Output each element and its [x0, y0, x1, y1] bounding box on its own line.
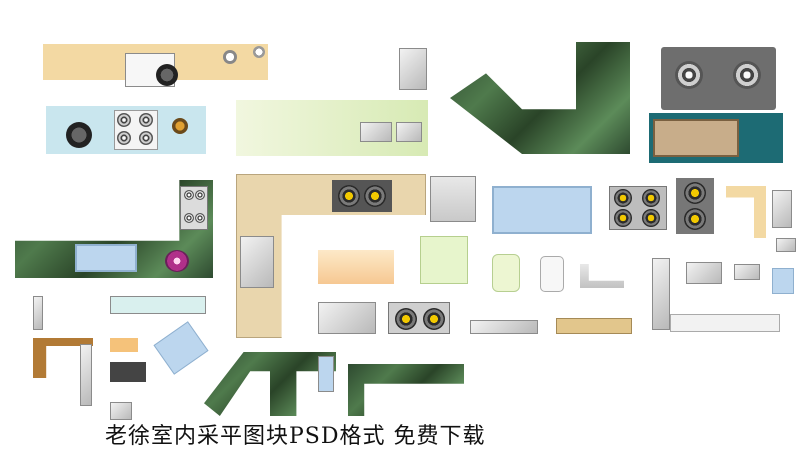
granite-angled-counter	[450, 42, 630, 154]
wood-counter-strip	[556, 318, 632, 334]
burner-icon	[195, 190, 205, 200]
burner-icon	[684, 182, 706, 204]
burner-icon	[733, 61, 761, 89]
stove-icon	[110, 362, 146, 382]
teal-cabinet-with-sink	[649, 113, 783, 163]
burner-icon	[614, 209, 632, 227]
sink-icon	[396, 122, 422, 142]
wood-counter-with-stove	[43, 44, 268, 87]
download-caption: 老徐室内采平图块PSD格式 免费下载	[105, 424, 486, 449]
sink-icon	[776, 238, 796, 252]
white-sink	[540, 256, 564, 292]
granite-angled-counter	[204, 352, 336, 416]
wood-corner-counter	[726, 186, 766, 238]
wok-icon	[66, 122, 92, 148]
counter-strip	[470, 320, 538, 334]
stove-icon	[360, 122, 392, 142]
stove-icon	[180, 186, 208, 230]
burner-icon	[364, 185, 386, 207]
double-steel-sink	[318, 302, 376, 334]
burner-icon	[423, 308, 445, 330]
small-unit	[33, 296, 43, 330]
pot-icon	[253, 46, 265, 58]
burner-icon	[338, 185, 360, 207]
pot-icon	[156, 64, 178, 86]
burner-icon	[684, 208, 706, 230]
long-counter	[670, 314, 780, 332]
gas-hob	[609, 186, 667, 230]
green-bowl	[492, 254, 520, 292]
burner-icon	[195, 213, 205, 223]
burner-icon	[139, 113, 153, 127]
burner-icon	[184, 213, 194, 223]
green-gradient-counter	[236, 100, 428, 156]
gas-hob	[388, 302, 450, 334]
fridge-icon	[430, 176, 476, 222]
green-tray	[420, 236, 468, 284]
pot-icon	[223, 50, 237, 64]
burner-icon	[675, 61, 703, 89]
stove-icon	[110, 402, 132, 420]
square-sink	[772, 268, 794, 294]
tall-unit	[80, 344, 92, 406]
stove-icon	[114, 110, 158, 150]
burner-icon	[184, 190, 194, 200]
counter-strip	[110, 296, 206, 314]
grey-shelf	[580, 264, 624, 288]
sink-icon	[240, 236, 274, 288]
gas-hob	[661, 47, 776, 110]
burner-icon	[642, 189, 660, 207]
burner-icon	[642, 209, 660, 227]
pot-icon	[172, 118, 188, 134]
gas-hob	[676, 178, 714, 234]
drawer-icon	[734, 264, 760, 280]
burner-icon	[614, 189, 632, 207]
double-sink	[492, 186, 592, 234]
blue-sink	[153, 321, 209, 375]
sink-icon	[75, 244, 137, 272]
orange-item	[110, 338, 138, 352]
blue-counter-with-stove	[46, 106, 206, 154]
flower-icon	[165, 250, 189, 272]
sink-icon	[653, 119, 739, 157]
burner-icon	[139, 131, 153, 145]
burner-icon	[117, 113, 131, 127]
fridge-icon	[399, 48, 427, 90]
sink-icon	[772, 190, 792, 228]
orange-tray	[318, 250, 394, 284]
burner-icon	[395, 308, 417, 330]
tall-unit	[652, 258, 670, 330]
sink-icon	[318, 356, 334, 392]
burner-icon	[117, 131, 131, 145]
drawer-icon	[686, 262, 722, 284]
gas-hob	[332, 180, 392, 212]
granite-l-counter	[348, 364, 464, 416]
